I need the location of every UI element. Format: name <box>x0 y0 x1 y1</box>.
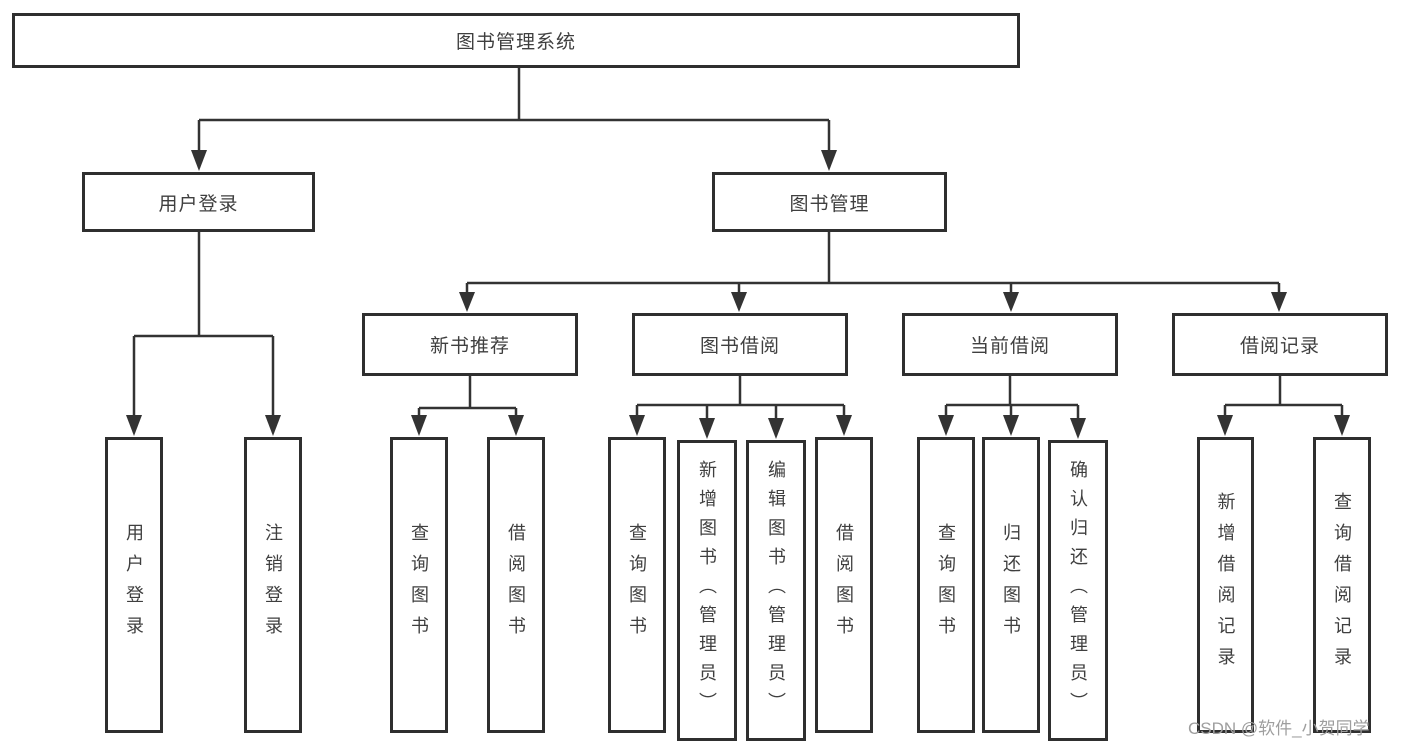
leaf-logout-label: 注销登录 <box>263 523 283 647</box>
leaf-borrowing-add-admin-label: 新增图书（管理员） <box>697 460 717 721</box>
node-borrowing-records-label: 借阅记录 <box>1239 336 1320 357</box>
leaf-current-confirm-return-admin-label: 确认归还（管理员） <box>1068 460 1088 721</box>
connector-new-books-to-leaves <box>411 376 524 436</box>
connector-user-login-to-leaves <box>126 232 281 436</box>
leaf-newbooks-borrow: 借阅图书 <box>487 437 545 733</box>
leaf-user-login: 用户登录 <box>105 437 163 733</box>
leaf-borrowing-edit-admin-label: 编辑图书（管理员） <box>766 460 786 721</box>
node-root: 图书管理系统 <box>12 13 1020 68</box>
node-book-borrowing-label: 图书借阅 <box>699 336 780 357</box>
leaf-logout: 注销登录 <box>244 437 302 733</box>
leaf-current-query: 查询图书 <box>917 437 975 733</box>
node-root-label: 图书管理系统 <box>455 32 576 53</box>
node-borrowing-records: 借阅记录 <box>1172 313 1388 376</box>
leaf-records-add-label: 新增借阅记录 <box>1215 492 1236 678</box>
node-new-book-recommend-label: 新书推荐 <box>429 336 510 357</box>
leaf-newbooks-query: 查询图书 <box>390 437 448 733</box>
connector-book-borrow-to-leaves <box>629 376 852 439</box>
leaf-records-query-label: 查询借阅记录 <box>1332 492 1352 678</box>
leaf-user-login-label: 用户登录 <box>124 523 144 647</box>
node-book-management-label: 图书管理 <box>789 193 870 215</box>
leaf-borrowing-add-admin: 新增图书（管理员） <box>677 440 737 741</box>
connector-book-mgmt-to-level3 <box>459 232 1287 312</box>
node-book-borrowing: 图书借阅 <box>632 313 848 376</box>
node-new-book-recommend: 新书推荐 <box>362 313 578 376</box>
leaf-borrowing-borrow-label: 借阅图书 <box>834 523 854 647</box>
connector-current-borrow-to-leaves <box>938 376 1086 439</box>
leaf-current-return: 归还图书 <box>982 437 1040 733</box>
leaf-borrowing-borrow: 借阅图书 <box>815 437 873 733</box>
node-current-borrowing: 当前借阅 <box>902 313 1118 376</box>
node-user-login: 用户登录 <box>82 172 315 232</box>
leaf-records-query: 查询借阅记录 <box>1313 437 1371 733</box>
connector-root-to-level2 <box>191 68 837 171</box>
leaf-newbooks-borrow-label: 借阅图书 <box>506 523 526 647</box>
connector-borrow-record-to-leaves <box>1217 376 1350 436</box>
csdn-watermark: CSDN @软件_小贺同学 <box>1188 719 1370 738</box>
node-current-borrowing-label: 当前借阅 <box>969 336 1050 357</box>
leaf-current-return-label: 归还图书 <box>1001 523 1021 647</box>
node-book-management: 图书管理 <box>712 172 947 232</box>
leaf-current-confirm-return-admin: 确认归还（管理员） <box>1048 440 1108 741</box>
leaf-borrowing-query: 查询图书 <box>608 437 666 733</box>
leaf-borrowing-query-label: 查询图书 <box>627 523 647 647</box>
leaf-newbooks-query-label: 查询图书 <box>409 523 429 647</box>
node-user-login-label: 用户登录 <box>158 193 239 215</box>
leaf-current-query-label: 查询图书 <box>936 523 956 647</box>
leaf-borrowing-edit-admin: 编辑图书（管理员） <box>746 440 806 741</box>
leaf-records-add: 新增借阅记录 <box>1197 437 1254 733</box>
